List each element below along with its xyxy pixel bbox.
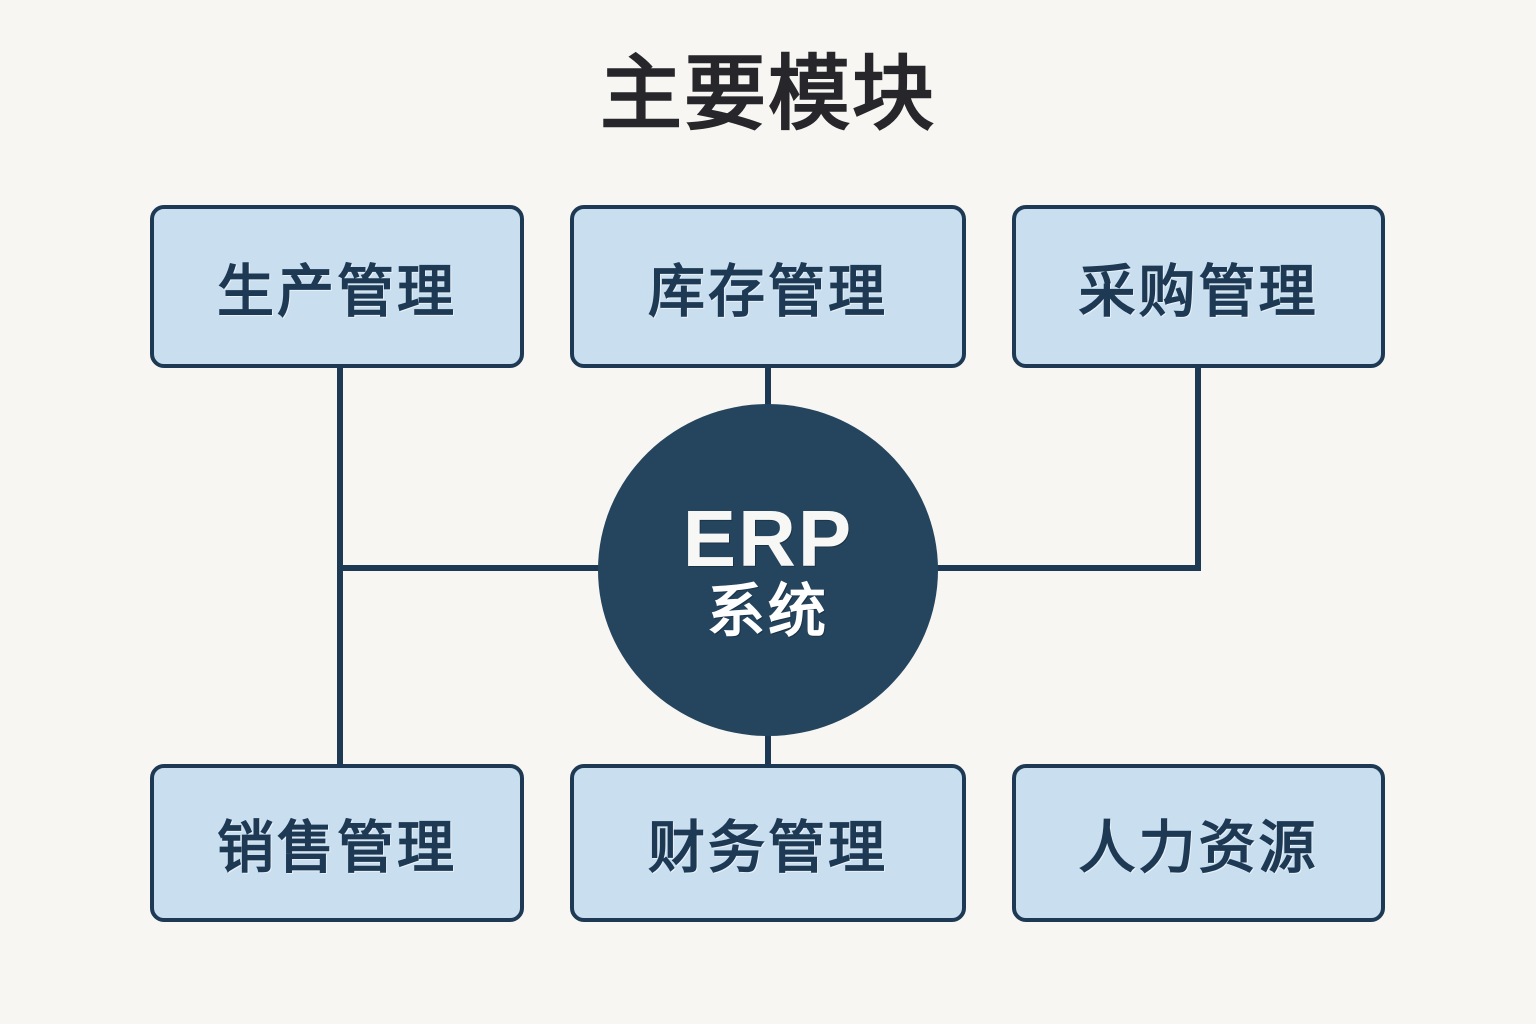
hub-secondary-label: 系统 xyxy=(706,579,829,644)
module-label-inventory: 库存管理 xyxy=(648,259,888,324)
module-box-finance[interactable]: 财务管理 xyxy=(570,764,966,922)
module-label-hr: 人力资源 xyxy=(1078,816,1319,880)
module-box-hr[interactable]: 人力资源 xyxy=(1012,764,1385,922)
module-label-procurement: 采购管理 xyxy=(1078,259,1319,324)
module-label-production: 生产管理 xyxy=(217,259,457,324)
module-box-procurement[interactable]: 采购管理 xyxy=(1012,205,1385,368)
module-label-finance: 财务管理 xyxy=(648,816,888,880)
module-box-inventory[interactable]: 库存管理 xyxy=(570,205,966,368)
module-box-production[interactable]: 生产管理 xyxy=(150,205,524,368)
page-title: 主要模块 xyxy=(599,49,936,140)
erp-hub-circle[interactable]: ERP 系统 xyxy=(598,404,938,736)
connector-procurement-to-hub xyxy=(936,366,1201,571)
hub-primary-label: ERP xyxy=(682,494,854,583)
module-label-sales: 销售管理 xyxy=(217,816,457,880)
module-box-sales[interactable]: 销售管理 xyxy=(150,764,524,922)
